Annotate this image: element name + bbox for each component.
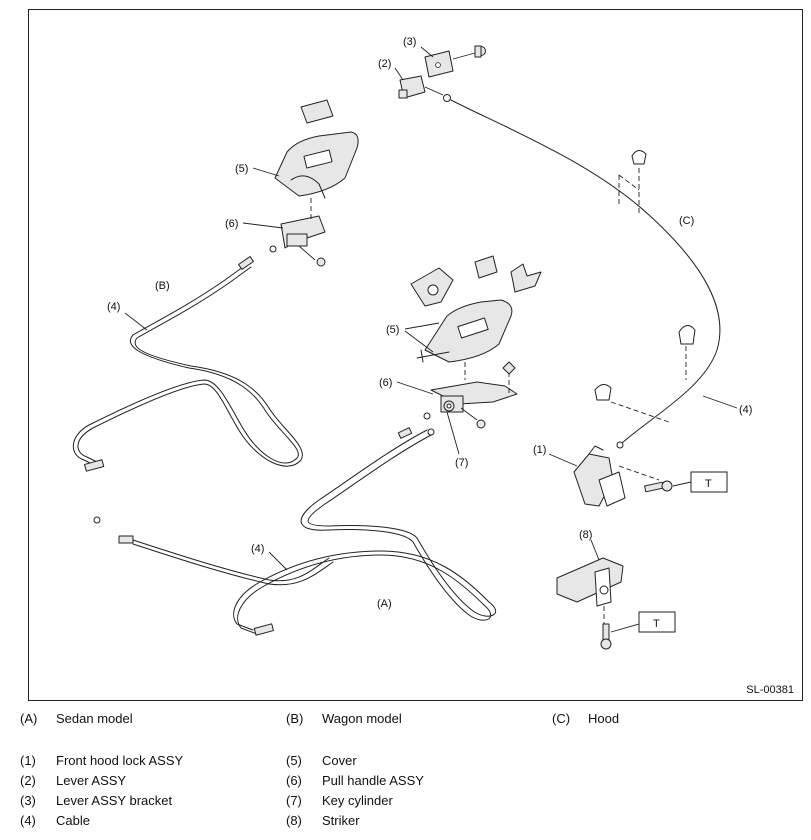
callout-3: (3) (403, 36, 416, 48)
sedan-handle-bolt (423, 407, 486, 429)
wagon-pull-handle (280, 198, 326, 249)
hood-lock-bolt (644, 480, 692, 493)
wagon-handle-bolt (269, 245, 326, 267)
wagon-cable (72, 256, 303, 472)
callout-1: (1) (533, 444, 546, 456)
exploded-view-diagram: (3) (2) (C) (4) (5) (72, 36, 752, 650)
front-hood-lock (573, 445, 660, 507)
callout-B: (B) (155, 280, 170, 292)
sedan-cover-cap (410, 267, 454, 307)
callout-5-sedan: (5) (386, 324, 399, 336)
lever-assy (398, 75, 451, 102)
cable-clip-lower (594, 384, 670, 423)
callout-4-wagon: (4) (107, 301, 120, 313)
cable-clip-upper (618, 150, 647, 215)
torque-mark-lower: T (653, 618, 660, 630)
torque-mark-upper: T (705, 478, 712, 490)
diagram-frame: (3) (2) (C) (4) (5) (28, 9, 803, 701)
bracket-bolt (452, 45, 486, 60)
lower-cable (93, 516, 334, 586)
callout-8: (8) (579, 529, 592, 541)
callout-A: (A) (377, 598, 392, 610)
hood-cable (450, 99, 721, 444)
torque-box-upper: T (690, 471, 728, 493)
callout-C: (C) (679, 215, 694, 227)
striker (556, 557, 624, 626)
callout-5-wagon: (5) (235, 163, 248, 175)
key-cylinder (443, 400, 455, 412)
callout-4-lower: (4) (251, 543, 264, 555)
callout-7: (7) (455, 457, 468, 469)
callout-6-sedan: (6) (379, 377, 392, 389)
cable-clip-middle (678, 325, 696, 380)
lever-assy-bracket (424, 50, 454, 78)
hood-cable-end (616, 441, 624, 449)
callout-6-wagon: (6) (225, 218, 238, 230)
wagon-cover (274, 131, 359, 199)
sedan-cover-clips (474, 255, 542, 293)
torque-box-lower: T (638, 611, 676, 633)
sedan-cover (416, 299, 513, 363)
callout-2: (2) (378, 58, 391, 70)
striker-bolt (600, 623, 640, 650)
wagon-cover-cap (300, 99, 334, 124)
figure-code: SL-00381 (746, 684, 794, 696)
sedan-cable (233, 427, 496, 636)
callout-4-hood: (4) (739, 404, 752, 416)
legend: (A) Sedan model (B) Wagon model (C) Hood… (20, 711, 620, 828)
